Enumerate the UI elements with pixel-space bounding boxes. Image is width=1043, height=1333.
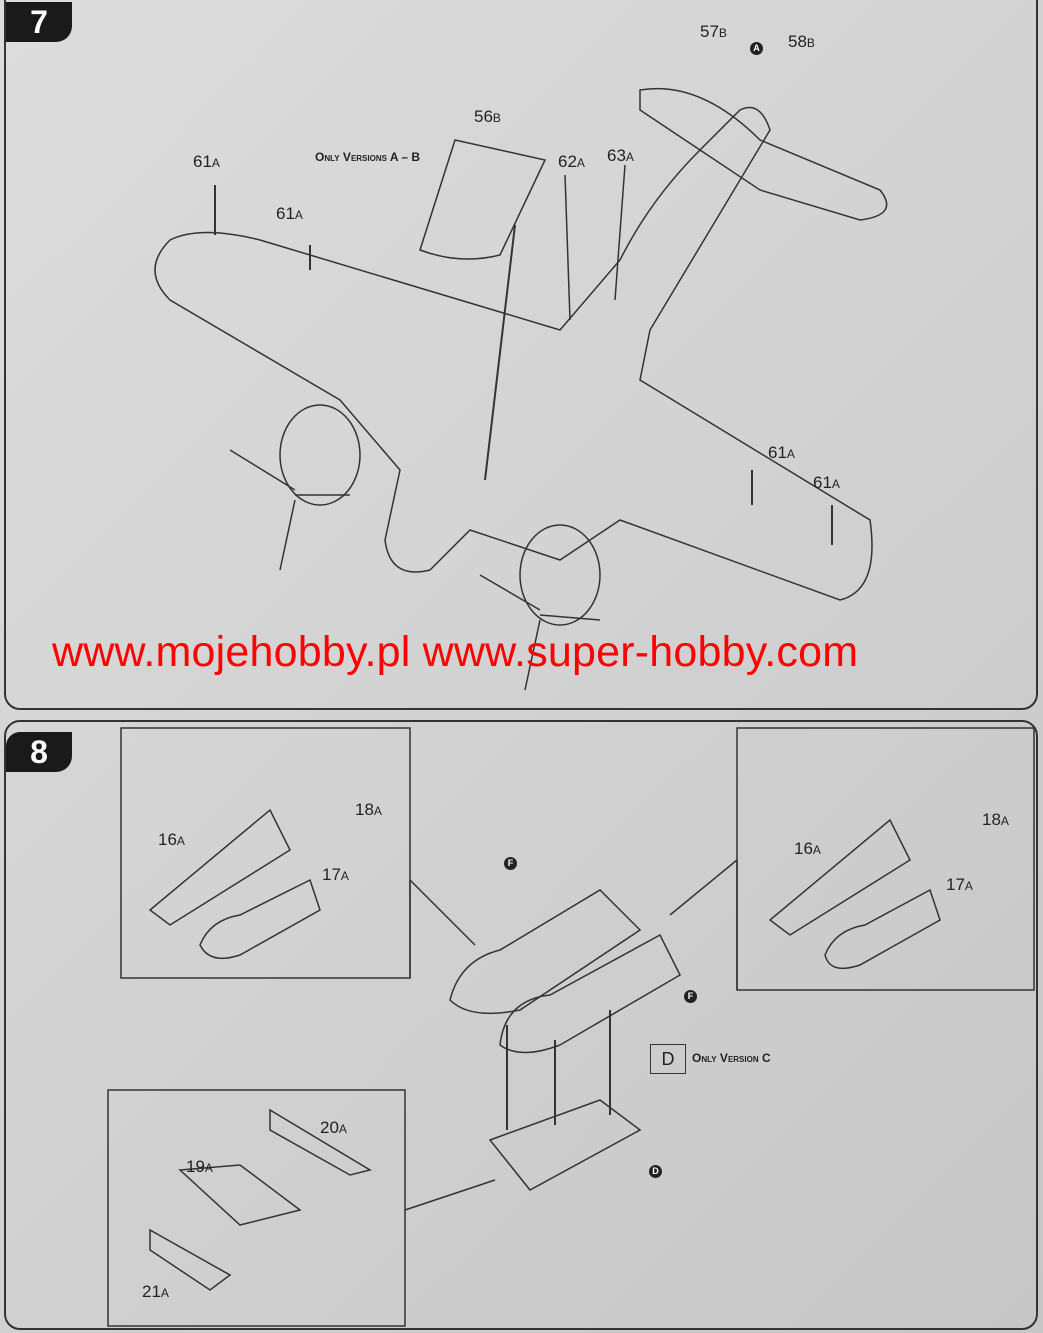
part-sprue: B (806, 36, 815, 50)
part-label-20a: 20A (320, 1118, 347, 1138)
marker-f: F (504, 857, 517, 870)
marker-f: F (684, 990, 697, 1003)
part-sprue: A (294, 208, 303, 222)
part-sprue: B (492, 111, 501, 125)
part-number: 17 (946, 875, 965, 894)
part-number: 16 (158, 830, 177, 849)
part-sprue: A (786, 447, 795, 461)
part-sprue: A (831, 477, 840, 491)
watermark-text: www.mojehobby.pl www.super-hobby.com (52, 628, 859, 676)
part-label-16a: 16A (794, 839, 821, 859)
part-number: 18 (355, 800, 374, 819)
part-label-63a: 63A (607, 146, 634, 166)
marker-a: A (750, 42, 763, 55)
step-number: 7 (6, 2, 72, 42)
part-label-16a: 16A (158, 830, 185, 850)
version-box: D (650, 1044, 686, 1074)
part-number: 61 (276, 204, 295, 223)
part-label-57b: 57B (700, 22, 727, 42)
part-number: 61 (768, 443, 787, 462)
part-label-58b: 58B (788, 32, 815, 52)
step-8-panel: 8 (4, 720, 1038, 1330)
part-label-18a: 18A (982, 810, 1009, 830)
part-sprue: A (340, 869, 349, 883)
marker-d: D (649, 1165, 662, 1178)
part-label-61a: 61A (813, 473, 840, 493)
part-label-19a: 19A (186, 1157, 213, 1177)
part-number: 20 (320, 1118, 339, 1137)
part-sprue: A (373, 804, 382, 818)
part-label-61a: 61A (276, 204, 303, 224)
part-number: 56 (474, 107, 493, 126)
part-number: 16 (794, 839, 813, 858)
part-number: 21 (142, 1282, 161, 1301)
part-number: 62 (558, 152, 577, 171)
step-number: 8 (6, 732, 72, 772)
part-sprue: A (211, 156, 220, 170)
part-sprue: A (812, 843, 821, 857)
part-sprue: A (625, 150, 634, 164)
part-number: 57 (700, 22, 719, 41)
aircraft-drawing (154, 87, 888, 691)
part-sprue: A (176, 834, 185, 848)
part-number: 63 (607, 146, 626, 165)
part-label-18a: 18A (355, 800, 382, 820)
part-sprue: B (718, 26, 727, 40)
part-label-61a: 61A (768, 443, 795, 463)
part-label-17a: 17A (322, 865, 349, 885)
part-number: 18 (982, 810, 1001, 829)
part-sprue: A (160, 1286, 169, 1300)
part-sprue: A (1000, 814, 1009, 828)
part-sprue: A (576, 156, 585, 170)
part-number: 19 (186, 1157, 205, 1176)
version-note: Only Versions A – B (315, 150, 421, 164)
part-label-17a: 17A (946, 875, 973, 895)
step-7-panel: 7 (4, 0, 1038, 710)
version-note: Only Version C (692, 1051, 771, 1065)
part-sprue: A (204, 1161, 213, 1175)
part-label-61a: 61A (193, 152, 220, 172)
part-label-56b: 56B (474, 107, 501, 127)
part-number: 61 (813, 473, 832, 492)
part-number: 17 (322, 865, 341, 884)
part-sprue: A (338, 1122, 347, 1136)
part-label-21a: 21A (142, 1282, 169, 1302)
part-number: 58 (788, 32, 807, 51)
part-number: 61 (193, 152, 212, 171)
part-label-62a: 62A (558, 152, 585, 172)
part-sprue: A (964, 879, 973, 893)
tank-drawings (107, 727, 1035, 1327)
